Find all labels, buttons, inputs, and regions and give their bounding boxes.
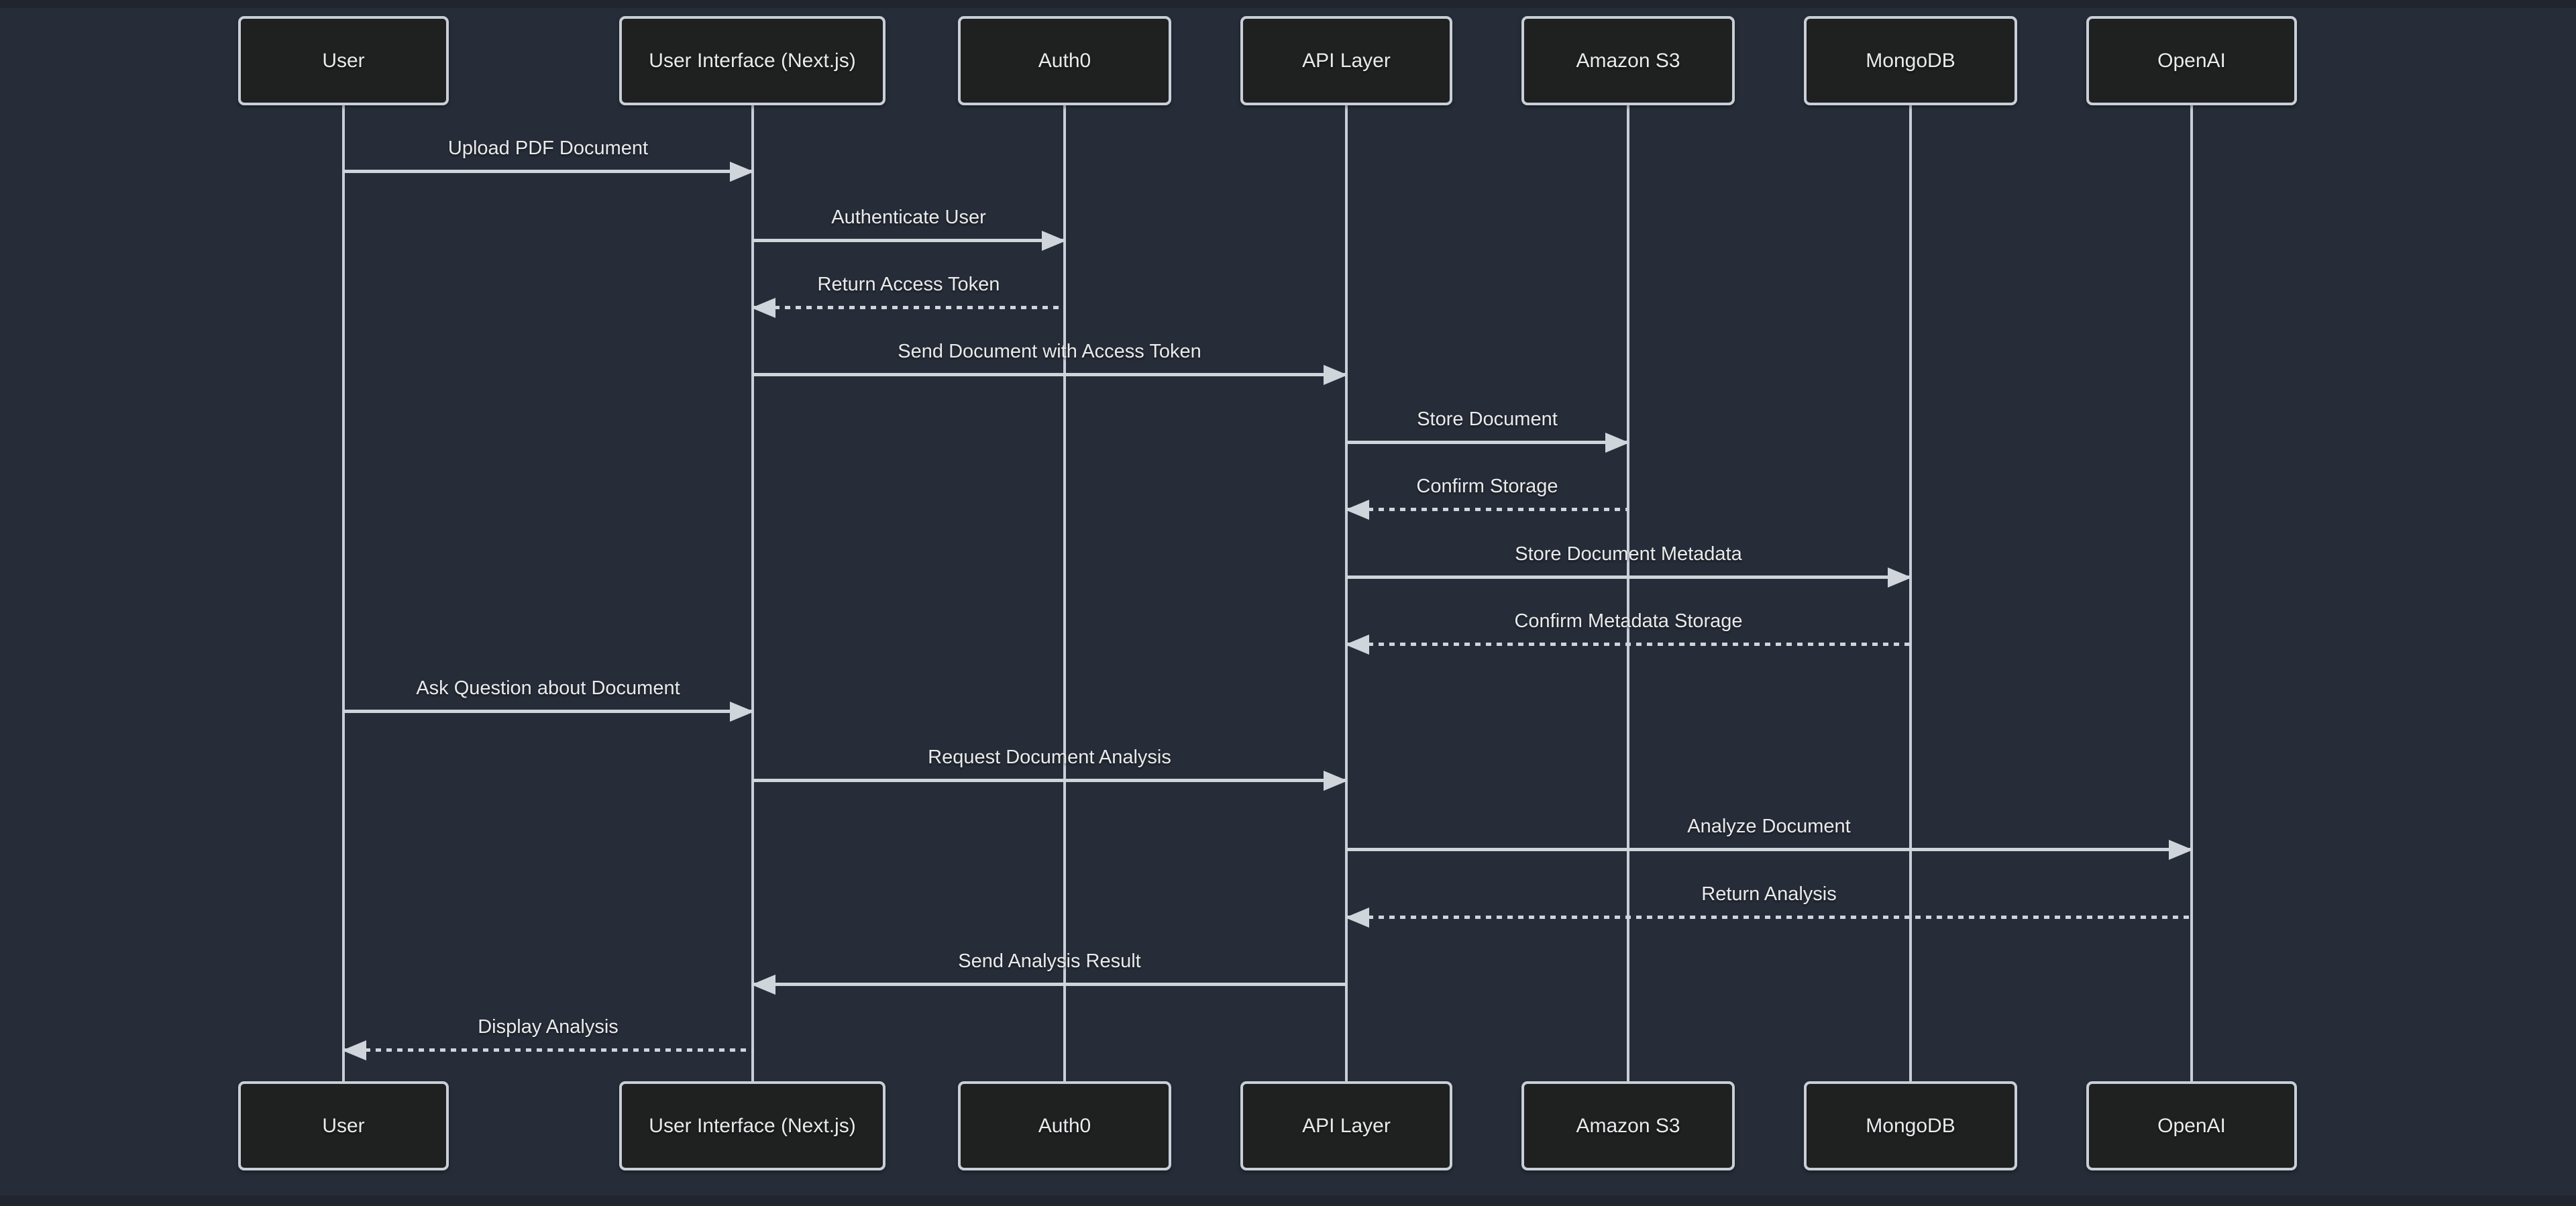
participant-label: Amazon S3: [1576, 49, 1680, 72]
message-line: [1346, 848, 2192, 851]
message-request-document-analysis: Request Document Analysis: [753, 745, 1348, 791]
message-line: [753, 239, 1065, 242]
participant-label: MongoDB: [1866, 49, 1955, 72]
message-label: Upload PDF Document: [447, 138, 649, 159]
message-send-analysis-result: Send Analysis Result: [751, 948, 1346, 995]
participant-label: Auth0: [1038, 1114, 1091, 1137]
participant-amazon-s3-bottom: Amazon S3: [1521, 1081, 1735, 1170]
participant-label: Amazon S3: [1576, 1114, 1680, 1137]
arrowhead-right-icon: [730, 162, 754, 182]
message-send-document-with-access-token: Send Document with Access Token: [753, 339, 1348, 385]
message-label: Authenticate User: [831, 207, 986, 228]
participant-user-top: User: [238, 16, 449, 105]
participant-label: User Interface (Next.js): [649, 1114, 856, 1137]
message-label: Store Document Metadata: [1515, 543, 1742, 565]
message-label: Send Analysis Result: [958, 950, 1141, 972]
arrowhead-left-icon: [1345, 500, 1369, 520]
participant-label: OpenAI: [2157, 1114, 2226, 1137]
arrowhead-left-icon: [342, 1040, 366, 1060]
participant-auth0-bottom: Auth0: [958, 1081, 1171, 1170]
message-line: [1346, 916, 2192, 919]
lifeline-api-layer: [1345, 105, 1348, 1081]
message-analyze-document: Analyze Document: [1346, 814, 2193, 860]
participant-amazon-s3-top: Amazon S3: [1521, 16, 1735, 105]
message-line: [1346, 508, 1628, 511]
participant-label: MongoDB: [1866, 1114, 1955, 1137]
participant-openai-bottom: OpenAI: [2086, 1081, 2297, 1170]
participant-api-layer-bottom: API Layer: [1240, 1081, 1452, 1170]
arrowhead-right-icon: [1324, 771, 1348, 791]
message-label: Confirm Metadata Storage: [1514, 610, 1743, 632]
message-authenticate-user: Authenticate User: [753, 205, 1066, 251]
message-line: [1346, 643, 1911, 646]
participant-label: User Interface (Next.js): [649, 49, 856, 72]
lifeline-amazon-s3: [1627, 105, 1629, 1081]
arrowhead-right-icon: [1605, 433, 1629, 453]
message-return-access-token: Return Access Token: [751, 272, 1065, 318]
message-line: [1346, 575, 1911, 579]
participant-label: User: [322, 1114, 365, 1137]
message-label: Display Analysis: [478, 1016, 619, 1038]
message-store-document-metadata: Store Document Metadata: [1346, 541, 1912, 588]
participant-label: OpenAI: [2157, 49, 2226, 72]
message-label: Store Document: [1417, 408, 1558, 430]
message-line: [1346, 441, 1628, 444]
message-line: [753, 779, 1346, 782]
message-label: Send Document with Access Token: [898, 341, 1201, 362]
message-line: [343, 1048, 753, 1052]
participant-label: Auth0: [1038, 49, 1091, 72]
lifeline-user: [342, 105, 345, 1081]
arrowhead-left-icon: [1345, 908, 1369, 928]
arrowhead-left-icon: [751, 298, 775, 318]
participant-mongodb-top: MongoDB: [1804, 16, 2017, 105]
arrowhead-right-icon: [1888, 567, 1912, 588]
participant-api-layer-top: API Layer: [1240, 16, 1452, 105]
arrowhead-right-icon: [1324, 365, 1348, 385]
message-label: Analyze Document: [1687, 816, 1851, 837]
lifeline-auth0: [1063, 105, 1066, 1081]
participant-label: API Layer: [1302, 1114, 1391, 1137]
participant-user-interface-top: User Interface (Next.js): [619, 16, 885, 105]
message-upload-pdf-document: Upload PDF Document: [343, 135, 754, 182]
message-line: [343, 170, 753, 173]
message-display-analysis: Display Analysis: [342, 1014, 753, 1060]
message-label: Return Analysis: [1701, 883, 1837, 905]
message-label: Confirm Storage: [1416, 476, 1558, 497]
message-line: [753, 306, 1065, 309]
participant-user-bottom: User: [238, 1081, 449, 1170]
message-label: Ask Question about Document: [416, 677, 680, 699]
participant-label: API Layer: [1302, 49, 1391, 72]
participant-user-interface-bottom: User Interface (Next.js): [619, 1081, 885, 1170]
message-return-analysis: Return Analysis: [1345, 881, 2192, 928]
arrowhead-left-icon: [751, 975, 775, 995]
arrowhead-right-icon: [2169, 840, 2193, 860]
lifeline-openai: [2190, 105, 2193, 1081]
participant-openai-top: OpenAI: [2086, 16, 2297, 105]
message-line: [753, 983, 1346, 986]
message-store-document: Store Document: [1346, 406, 1629, 453]
participant-auth0-top: Auth0: [958, 16, 1171, 105]
message-label: Request Document Analysis: [928, 747, 1171, 768]
arrowhead-right-icon: [730, 702, 754, 722]
message-ask-question-about-document: Ask Question about Document: [343, 675, 754, 722]
participant-label: User: [322, 49, 365, 72]
message-confirm-storage: Confirm Storage: [1345, 474, 1628, 520]
message-label: Return Access Token: [817, 274, 1000, 295]
arrowhead-right-icon: [1042, 231, 1066, 251]
message-line: [753, 373, 1346, 376]
lifeline-user-interface: [751, 105, 754, 1081]
diagram-canvas: [0, 8, 2576, 1195]
participant-mongodb-bottom: MongoDB: [1804, 1081, 2017, 1170]
message-confirm-metadata-storage: Confirm Metadata Storage: [1345, 608, 1911, 655]
message-line: [343, 710, 753, 713]
arrowhead-left-icon: [1345, 635, 1369, 655]
lifeline-mongodb: [1909, 105, 1912, 1081]
